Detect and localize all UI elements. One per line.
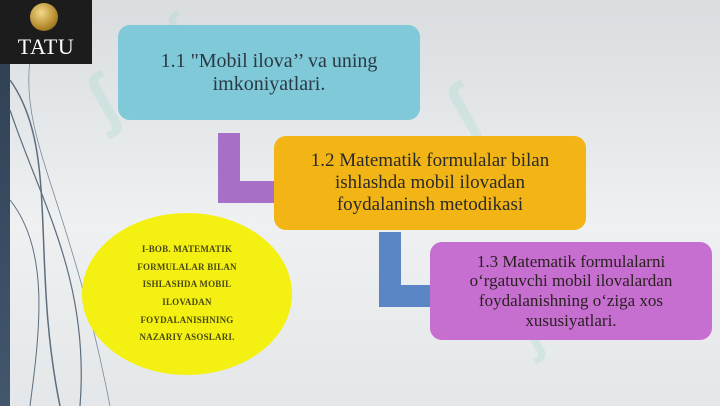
chapter-circle: I-BOB. MATEMATIK FORMULALAR BILAN ISHLAS… (82, 213, 292, 375)
step-box-1-2: 1.2 Matematik formulalar bilan ishlashda… (274, 136, 586, 230)
step-label-1-1: 1.1 "Mobil ilova’’ va uning imkoniyatlar… (160, 49, 378, 95)
step-box-1-3: 1.3 Matematik formulalarni o‘rgatuvchi m… (430, 242, 712, 340)
connector-elbow-1-horizontal (218, 181, 274, 203)
chapter-title: I-BOB. MATEMATIK FORMULALAR BILAN ISHLAS… (137, 244, 237, 343)
connector-elbow-2-horizontal (379, 285, 430, 307)
tatu-logo: TATU (0, 0, 92, 64)
logo-text: TATU (17, 34, 75, 59)
step-label-1-3: 1.3 Matematik formulalarni o‘rgatuvchi m… (469, 251, 673, 330)
globe-icon (30, 3, 58, 31)
left-accent-bar (0, 0, 10, 406)
step-box-1-1: 1.1 "Mobil ilova’’ va uning imkoniyatlar… (118, 25, 420, 120)
step-label-1-2: 1.2 Matematik formulalar bilan ishlashda… (310, 150, 550, 215)
